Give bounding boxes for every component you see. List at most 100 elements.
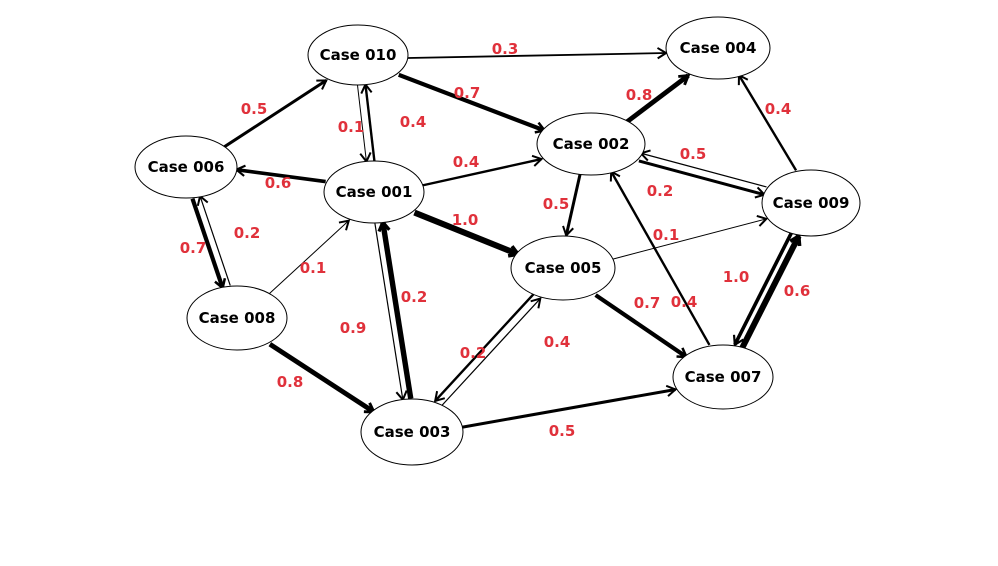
node-label: Case 007 xyxy=(685,368,762,386)
edge-010-004 xyxy=(408,47,669,60)
node-case-001[interactable]: Case 001 xyxy=(323,160,425,224)
node-ellipse xyxy=(307,24,409,86)
edge-line xyxy=(638,159,765,197)
edge-weight-label: 0.7 xyxy=(180,239,207,257)
arrowhead-icon xyxy=(789,232,802,247)
edge-line xyxy=(733,231,794,346)
edge-line xyxy=(739,234,802,350)
arrowhead-icon xyxy=(338,219,351,231)
edge-weight-label: 0.4 xyxy=(765,100,792,118)
arrowhead-icon xyxy=(756,214,769,227)
edge-weight-label: 0.5 xyxy=(549,422,576,440)
edge-weight-label: 0.1 xyxy=(300,259,327,277)
edge-line xyxy=(611,218,767,260)
edge-line xyxy=(408,52,667,59)
edge-weight-label: 0.1 xyxy=(338,118,365,136)
edge-003-005 xyxy=(440,297,542,407)
node-label: Case 009 xyxy=(773,194,850,212)
node-ellipse xyxy=(672,344,774,410)
edges-layer xyxy=(190,47,802,429)
arrowhead-icon xyxy=(316,79,328,90)
edge-weight-label: 0.1 xyxy=(653,226,680,244)
edge-line xyxy=(398,72,546,133)
node-label: Case 004 xyxy=(680,39,757,57)
edge-009-007 xyxy=(732,231,794,347)
edge-weight-label: 0.5 xyxy=(543,195,570,213)
edge-weight-label: 0.3 xyxy=(492,40,519,58)
edge-002-004 xyxy=(624,73,691,125)
node-ellipse xyxy=(323,160,425,224)
node-ellipse xyxy=(510,235,616,301)
edge-line xyxy=(190,197,225,289)
edge-line xyxy=(421,157,542,187)
edge-weight-label: 0.2 xyxy=(234,224,261,242)
edge-weight-label: 0.8 xyxy=(626,86,653,104)
edge-005-003 xyxy=(433,292,536,403)
edge-line xyxy=(222,79,328,149)
edge-weight-label: 0.6 xyxy=(784,282,811,300)
node-case-007[interactable]: Case 007 xyxy=(672,344,774,410)
edge-line xyxy=(357,85,367,162)
edge-weight-label: 0.7 xyxy=(454,84,481,102)
edge-008-001 xyxy=(267,219,351,296)
edge-001-003 xyxy=(374,223,408,402)
edge-line xyxy=(413,209,520,257)
edge-line xyxy=(564,173,582,236)
edge-weight-label: 0.6 xyxy=(265,174,292,192)
edge-003-007 xyxy=(461,384,678,429)
edge-005-009 xyxy=(611,214,769,260)
node-label: Case 010 xyxy=(320,46,397,64)
edge-line xyxy=(199,195,231,286)
node-case-008[interactable]: Case 008 xyxy=(186,285,288,351)
node-case-004[interactable]: Case 004 xyxy=(665,16,771,80)
node-ellipse xyxy=(360,398,464,466)
edge-weight-label: 0.2 xyxy=(647,182,674,200)
edge-weight-label: 0.4 xyxy=(544,333,571,351)
edge-line xyxy=(267,220,350,296)
arrowhead-icon xyxy=(665,384,678,397)
edge-weight-label: 0.5 xyxy=(241,100,268,118)
edge-weight-label: 1.0 xyxy=(452,211,479,229)
arrowhead-icon xyxy=(530,297,542,309)
edge-weight-label: 0.2 xyxy=(460,344,487,362)
edge-weight-label: 0.7 xyxy=(634,294,661,312)
edge-line xyxy=(610,170,711,346)
edge-009-004 xyxy=(737,73,798,171)
node-label: Case 008 xyxy=(199,309,276,327)
edge-line xyxy=(374,223,404,400)
node-case-009[interactable]: Case 009 xyxy=(761,169,861,237)
node-case-006[interactable]: Case 006 xyxy=(134,135,238,199)
edge-002-005 xyxy=(562,173,582,238)
edge-line xyxy=(737,74,798,171)
arrowhead-icon xyxy=(562,225,574,238)
edge-line xyxy=(440,298,541,407)
node-ellipse xyxy=(665,16,771,80)
node-case-005[interactable]: Case 005 xyxy=(510,235,616,301)
arrowhead-icon xyxy=(732,334,744,347)
edge-line xyxy=(380,221,414,399)
node-ellipse xyxy=(761,169,861,237)
edge-line xyxy=(364,84,376,161)
node-ellipse xyxy=(536,112,646,176)
edge-line xyxy=(268,342,376,414)
node-label: Case 005 xyxy=(525,259,602,277)
edge-line xyxy=(594,293,688,359)
edge-weight-label: 0.4 xyxy=(671,293,698,311)
edge-line xyxy=(640,152,767,188)
node-case-002[interactable]: Case 002 xyxy=(536,112,646,176)
edge-line xyxy=(461,387,676,429)
edge-line xyxy=(434,292,536,402)
node-case-010[interactable]: Case 010 xyxy=(307,24,409,86)
node-label: Case 003 xyxy=(374,423,451,441)
edge-weight-label: 0.5 xyxy=(680,145,707,163)
edge-labels-layer: 0.3 0.7 0.1 0.4 0.5 0.6 0.7 0.2 0.1 0.4 1.0 0.9 0.2 0… xyxy=(180,40,811,440)
node-case-003[interactable]: Case 003 xyxy=(360,398,464,466)
node-ellipse xyxy=(186,285,288,351)
edge-weight-label: 1.0 xyxy=(723,268,750,286)
node-label: Case 006 xyxy=(148,158,225,176)
edge-001-002 xyxy=(421,154,544,187)
edge-weight-label: 0.9 xyxy=(340,319,367,337)
edge-003-001 xyxy=(377,219,414,399)
